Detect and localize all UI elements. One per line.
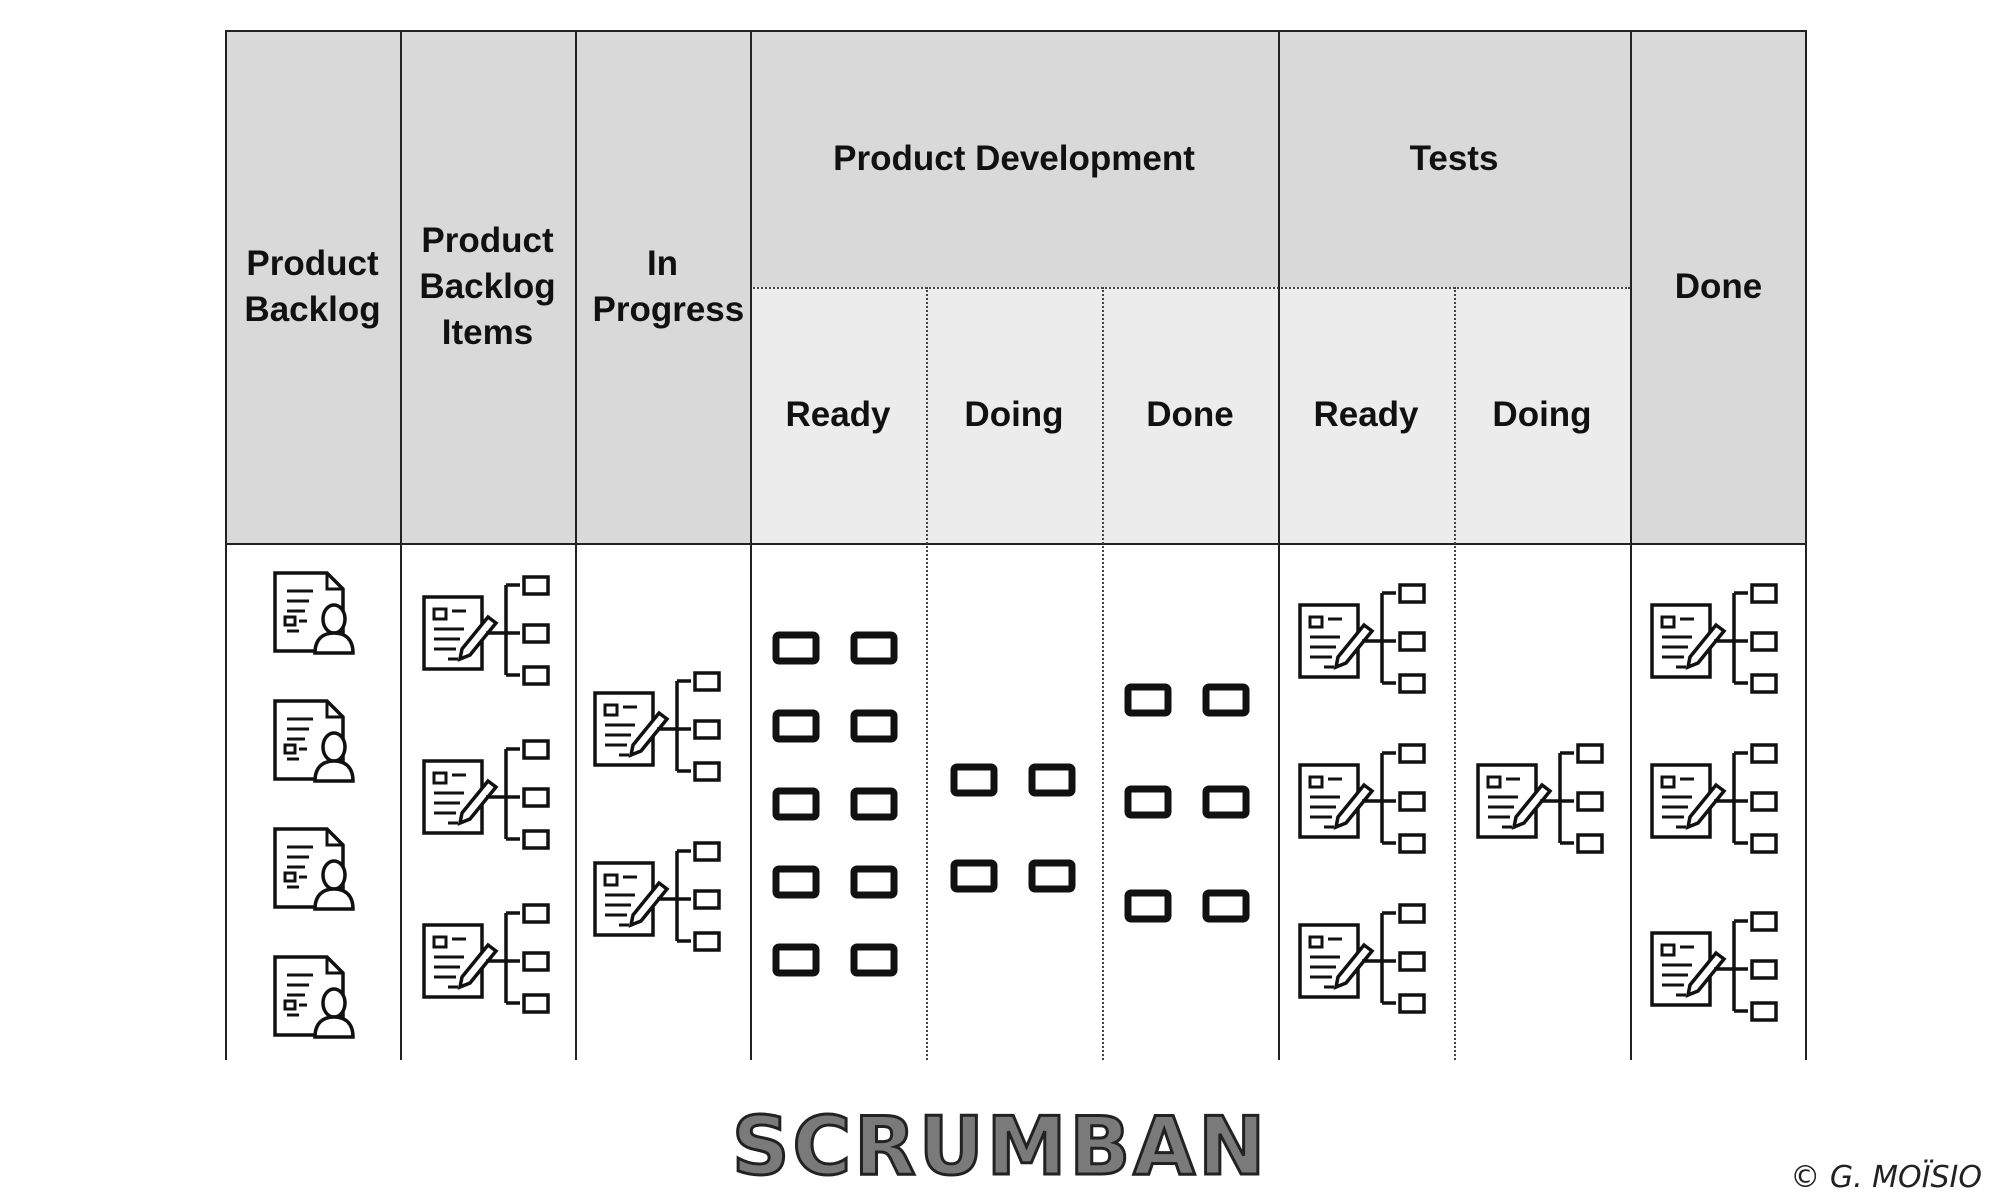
subcolumn-header-label: Doing <box>1492 395 1592 434</box>
task-card-icon <box>1124 785 1172 819</box>
subcolumn-header-label: Doing <box>964 395 1064 434</box>
task-card-icon <box>772 865 820 899</box>
column-divider <box>1630 30 1632 1060</box>
subcolumn-header-label: Done <box>1146 395 1234 434</box>
backlog-item-breakdown-icon <box>593 841 721 952</box>
header-bottom-border <box>225 543 1807 545</box>
group-divider <box>750 287 1630 289</box>
task-card-icon <box>1202 785 1250 819</box>
column-divider <box>400 30 402 1060</box>
subcolumn-header-tests-doing: Doing <box>1454 287 1630 543</box>
backlog-item-breakdown-icon <box>1650 911 1778 1022</box>
task-card-icon <box>850 787 898 821</box>
user-story-document-icon <box>273 571 355 655</box>
column-divider <box>575 30 577 1060</box>
column-body-product-backlog <box>225 543 400 1060</box>
task-card-icon <box>950 763 998 797</box>
board-title: SCRUMBAN <box>730 1099 1269 1195</box>
user-story-document-icon <box>273 699 355 783</box>
task-card-icon <box>772 631 820 665</box>
subcolumn-header-dev-ready: Ready <box>750 287 926 543</box>
backlog-item-breakdown-icon <box>422 575 550 686</box>
group-header-tests: Tests <box>1278 30 1630 287</box>
task-card-icon <box>1028 859 1076 893</box>
subcolumn-divider <box>1454 287 1456 1060</box>
backlog-item-breakdown-icon <box>593 671 721 782</box>
task-card-icon <box>1202 889 1250 923</box>
subcolumn-divider <box>926 287 928 1060</box>
board-top-border <box>225 30 1807 32</box>
backlog-item-breakdown-icon <box>1298 903 1426 1014</box>
task-card-icon <box>772 787 820 821</box>
backlog-item-breakdown-icon <box>1476 743 1604 854</box>
task-card-icon <box>1124 683 1172 717</box>
task-card-icon <box>1028 763 1076 797</box>
subcolumn-header-label: Ready <box>1313 395 1419 434</box>
column-divider <box>750 30 752 1060</box>
backlog-item-breakdown-icon <box>1650 583 1778 694</box>
column-header-label: Product Backlog <box>244 243 381 329</box>
subcolumn-header-tests-ready: Ready <box>1278 287 1454 543</box>
user-story-document-icon <box>273 955 355 1039</box>
column-body-tests-doing <box>1454 543 1630 1060</box>
backlog-item-breakdown-icon <box>1298 583 1426 694</box>
backlog-item-breakdown-icon <box>1298 743 1426 854</box>
task-card-icon <box>950 859 998 893</box>
column-header-product-backlog: Product Backlog <box>225 30 400 543</box>
column-body-in-progress <box>575 543 750 1060</box>
task-card-icon <box>850 943 898 977</box>
subcolumn-divider <box>1102 287 1104 1060</box>
column-divider <box>225 30 227 1060</box>
subcolumn-header-label: Ready <box>785 395 891 434</box>
task-card-icon <box>772 943 820 977</box>
copyright-credit: © G. MOÏSIO <box>1790 1160 1982 1195</box>
subcolumn-header-dev-doing: Doing <box>926 287 1102 543</box>
task-card-icon <box>850 631 898 665</box>
column-header-done: Done <box>1630 30 1807 543</box>
column-divider <box>1278 30 1280 1060</box>
group-header-product-development: Product Development <box>750 30 1278 287</box>
task-card-icon <box>850 709 898 743</box>
group-header-label: Tests <box>1409 138 1499 178</box>
task-card-icon <box>772 709 820 743</box>
backlog-item-breakdown-icon <box>422 739 550 850</box>
column-body-done <box>1630 543 1807 1060</box>
column-body-dev-done <box>1102 543 1278 1060</box>
task-card-icon <box>1202 683 1250 717</box>
column-header-product-backlog-items: Product Backlog Items <box>400 30 575 543</box>
column-header-in-progress: In Progress <box>575 30 750 543</box>
task-card-icon <box>850 865 898 899</box>
column-body-product-backlog-items <box>400 543 575 1060</box>
group-header-label: Product Development <box>833 138 1195 178</box>
column-body-dev-ready <box>750 543 926 1060</box>
backlog-item-breakdown-icon <box>1650 743 1778 854</box>
subcolumn-header-dev-done: Done <box>1102 287 1278 543</box>
column-header-label: In Progress <box>592 243 745 329</box>
backlog-item-breakdown-icon <box>422 903 550 1014</box>
column-body-tests-ready <box>1278 543 1454 1060</box>
column-divider <box>1805 30 1807 1060</box>
column-header-label: Product Backlog Items <box>419 220 556 352</box>
task-card-icon <box>1124 889 1172 923</box>
user-story-document-icon <box>273 827 355 911</box>
scrumban-board: Product Backlog Product Backlog Items In… <box>225 30 1807 1060</box>
column-header-label: Done <box>1674 266 1763 306</box>
column-body-dev-doing <box>926 543 1102 1060</box>
